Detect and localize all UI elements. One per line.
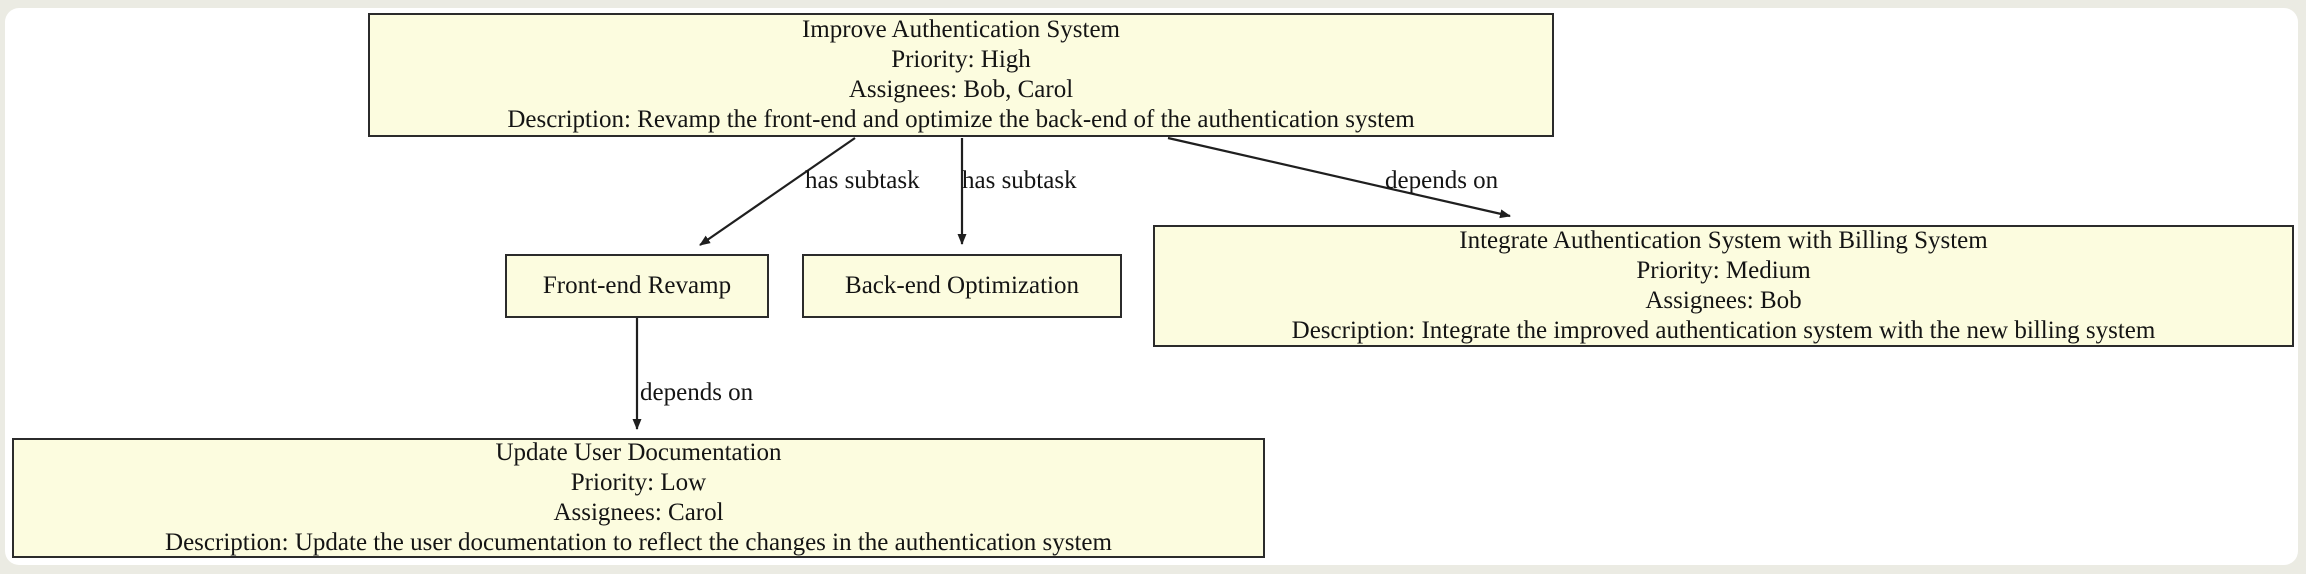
node-assignees: Assignees: Bob, Carol: [848, 76, 1074, 103]
edge-improve-to-frontend: [699, 137, 856, 246]
node-integrate-authentication-system-with-billing-system[interactable]: Integrate Authentication System with Bil…: [1153, 225, 2294, 347]
node-back-end-optimization[interactable]: Back-end Optimization: [802, 254, 1122, 318]
node-improve-authentication-system[interactable]: Improve Authentication System Priority: …: [368, 13, 1554, 137]
edge-label-has-subtask-backend: has subtask: [962, 167, 1077, 194]
node-title: Integrate Authentication System with Bil…: [1459, 227, 1988, 254]
node-title: Improve Authentication System: [801, 16, 1120, 43]
node-assignees: Assignees: Carol: [553, 499, 724, 526]
edge-label-has-subtask-frontend: has subtask: [805, 167, 920, 194]
node-priority: Priority: Low: [570, 469, 707, 496]
node-update-user-documentation[interactable]: Update User Documentation Priority: Low …: [12, 438, 1265, 558]
node-description: Description: Update the user documentati…: [165, 529, 1112, 556]
node-title: Update User Documentation: [495, 439, 782, 466]
node-description: Description: Integrate the improved auth…: [1291, 317, 2156, 344]
node-priority: Priority: Medium: [1636, 257, 1811, 284]
edge-improve-to-integrate: [1167, 136, 1511, 219]
node-assignees: Assignees: Bob: [1645, 287, 1802, 314]
node-title: Back-end Optimization: [845, 272, 1079, 299]
edge-label-depends-on-integrate: depends on: [1385, 167, 1499, 194]
edge-label-depends-on-documentation: depends on: [640, 379, 754, 406]
node-description: Description: Revamp the front-end and op…: [507, 106, 1415, 133]
node-priority: Priority: High: [891, 46, 1031, 73]
node-title: Front-end Revamp: [542, 272, 732, 299]
node-front-end-revamp[interactable]: Front-end Revamp: [505, 254, 769, 318]
